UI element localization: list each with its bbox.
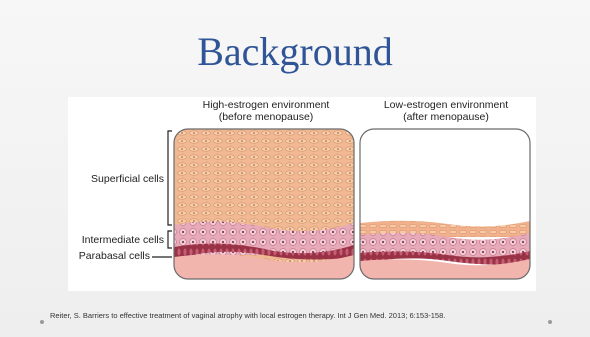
epithelium-figure: High-estrogen environment (before menopa… [68,97,536,291]
low-estrogen-title: Low-estrogen environment [362,99,530,111]
intermediate-cells-label: Intermediate cells [68,234,164,246]
low-estrogen-panel [360,129,530,279]
slide-title: Background [0,28,590,75]
low-estrogen-subtitle: (after menopause) [362,111,530,123]
high-estrogen-subtitle: (before menopause) [186,111,346,123]
high-estrogen-panel [174,129,354,279]
superficial-cells-label: Superficial cells [68,173,164,185]
footer-dot [548,320,552,324]
parabasal-cells-label: Parabasal cells [68,250,150,262]
high-estrogen-title: High-estrogen environment [186,99,346,111]
low-estrogen-header: Low-estrogen environment (after menopaus… [362,99,530,123]
bullet-marker [40,320,44,324]
high-estrogen-header: High-estrogen environment (before menopa… [186,99,346,123]
citation-text: Reiter, S. Barriers to effective treatme… [50,311,530,320]
